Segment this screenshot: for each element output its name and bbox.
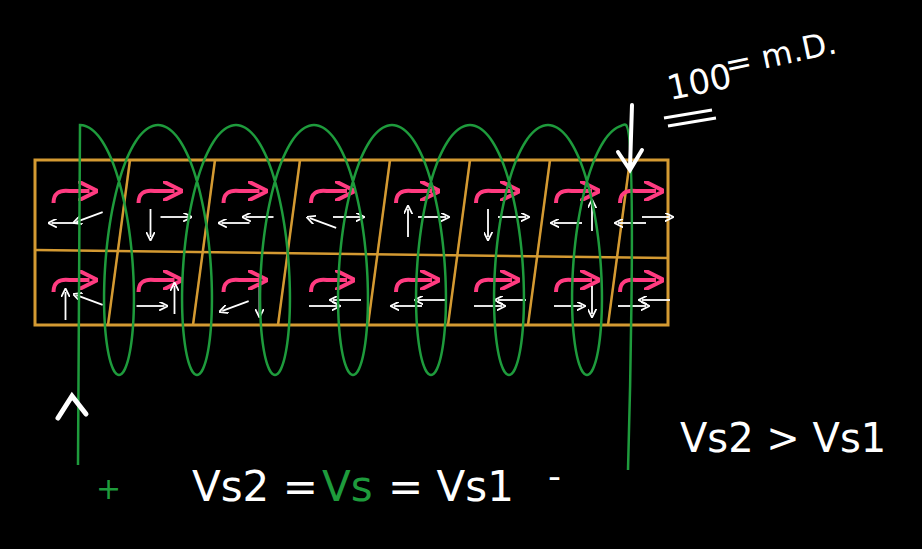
pointer-arrow <box>618 105 642 170</box>
equation-text: = m.D. <box>722 26 839 81</box>
current-arrow <box>58 396 86 418</box>
voltage-relation: Vs2 > Vs1 <box>680 418 886 458</box>
domain-count: 100 <box>664 59 735 106</box>
minus-terminal: - <box>548 458 561 494</box>
voltage-term: Vs2 = <box>192 466 318 508</box>
voltage-term: = Vs1 <box>388 466 514 508</box>
underline <box>664 110 716 126</box>
plus-terminal: + <box>96 474 121 504</box>
solenoid-coil <box>78 125 632 470</box>
voltage-term: Vs <box>322 466 373 508</box>
